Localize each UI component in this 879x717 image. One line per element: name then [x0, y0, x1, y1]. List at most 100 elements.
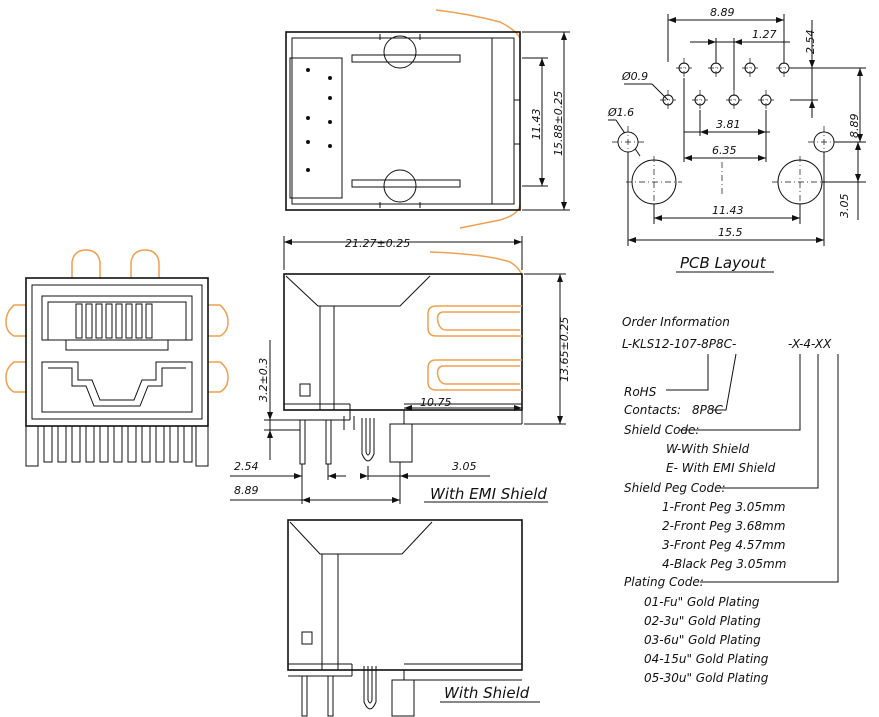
leader-peg: [716, 354, 819, 489]
pcb-dim-inner: 3.81: [716, 118, 741, 131]
side-emi-dim-total: 8.89: [234, 484, 259, 497]
order-peg-code: 4-Black Peg 3.05mm: [662, 557, 786, 571]
order-plating-code: 02-3u" Gold Plating: [644, 614, 761, 628]
pcb-dim-pin-span: 8.89: [710, 6, 735, 19]
order-peg-code: 1-Front Peg 3.05mm: [662, 500, 785, 514]
side-shield-top-bevel: [289, 521, 433, 555]
order-peg-code: 2-Front Peg 3.68mm: [662, 519, 785, 533]
pcb-dim-pin-hole: Ø0.9: [621, 70, 648, 83]
top-view-rail-lower: [351, 179, 461, 188]
top-view-tab-upper: [435, 9, 521, 39]
front-latch-inner: [48, 367, 186, 407]
front-latch-cavity: [41, 361, 193, 413]
top-view: 11.43 15.88±0.25: [285, 9, 570, 229]
order-rohs: RoHS: [624, 385, 657, 399]
order-plating-code: 05-30u" Gold Plating: [644, 671, 769, 685]
side-emi-pin-2: [325, 419, 332, 465]
leader-shield: [680, 354, 801, 431]
front-leads: [25, 425, 209, 467]
order-contacts-label: Contacts:: [624, 403, 681, 417]
order-peg-title: Shield Peg Code:: [624, 481, 726, 495]
side-shield-boss: [391, 679, 415, 717]
top-view-dim-height: 15.88±0.25: [552, 91, 565, 156]
side-emi-top-bevel: [285, 275, 431, 307]
front-side-tab-lr: [208, 361, 229, 393]
side-emi-top-tab: [429, 251, 523, 277]
pcb-dim-total: 15.5: [718, 226, 743, 239]
front-view: [5, 249, 229, 467]
top-view-tab-lower: [459, 204, 521, 229]
side-emi-pin-1: [299, 419, 306, 465]
side-emi-dim-peg: 3.2±0.3: [257, 358, 270, 402]
side-view-shield: With Shield: [287, 519, 540, 717]
order-part-prefix: L-KLS12-107-8P8C-: [622, 337, 736, 351]
leader-plating: [700, 354, 839, 583]
pcb-dim-peg-down: 3.05: [838, 194, 851, 219]
side-emi-spring-lower: [427, 359, 522, 391]
pcb-dim-pitch-top: 1.27: [752, 28, 777, 41]
order-contacts-value: 8P8C: [692, 403, 724, 417]
order-part-suffix: -X-4-XX: [788, 337, 832, 351]
side-emi-window: [299, 383, 311, 397]
front-side-tab-ll: [5, 361, 26, 393]
front-top-tab-right: [130, 249, 160, 278]
side-emi-dim-height: 13.65±0.25: [558, 317, 571, 382]
side-emi-dim-front: 10.75: [420, 396, 452, 409]
order-information: Order Information L-KLS12-107-8P8C- -X-4…: [622, 315, 839, 685]
order-peg-code: 3-Front Peg 4.57mm: [662, 538, 785, 552]
front-latch-ledge: [65, 340, 169, 351]
side-emi-boss: [389, 423, 413, 463]
side-view-emi: 21.27±0.25 13.65±0.25: [230, 236, 571, 504]
side-emi-spring-upper: [427, 305, 522, 337]
leader-rohs: [666, 354, 709, 391]
front-side-tab-ur: [208, 304, 229, 337]
order-shield-title: Shield Code:: [624, 423, 699, 437]
pcb-title: PCB Layout: [680, 254, 767, 272]
order-plating-code: 03-6u" Gold Plating: [644, 633, 761, 647]
top-view-rail-upper: [351, 54, 461, 63]
pcb-dim-row-gap: 2.54: [804, 30, 817, 55]
order-title: Order Information: [622, 315, 730, 329]
top-view-contact-block: [289, 57, 343, 199]
pcb-dim-mid: 6.35: [712, 144, 737, 157]
side-shield-peg: [363, 666, 377, 710]
top-view-peg-lower: [383, 169, 417, 203]
order-shield-code: W-With Shield: [666, 442, 750, 456]
leader-contacts: [712, 353, 737, 411]
side-shield-pin-2: [327, 675, 334, 717]
front-side-tab-ul: [5, 304, 26, 337]
front-top-tab-left: [71, 249, 101, 278]
pcb-dim-peg-span: 11.43: [712, 204, 744, 217]
side-emi-peg: [361, 418, 375, 462]
side-emi-spring-upper-inner: [436, 311, 520, 331]
side-shield-window: [301, 631, 313, 645]
pcb-pin-holes: [660, 58, 792, 110]
top-view-contact-dots: [306, 68, 332, 172]
side-shield-caption: With Shield: [444, 684, 530, 702]
side-shield-body: [287, 519, 523, 671]
order-plating-title: Plating Code:: [624, 575, 704, 589]
side-emi-body: [283, 273, 523, 411]
front-body-inner: [31, 284, 203, 420]
top-view-dim-width: 11.43: [530, 109, 543, 141]
side-shield-pin-1: [301, 675, 308, 717]
front-port-inner: [47, 301, 187, 341]
top-view-inner: [291, 37, 515, 205]
order-plating-code: 04-15u" Gold Plating: [644, 652, 769, 666]
front-contacts: [75, 303, 153, 339]
order-plating-code: 01-Fu" Gold Plating: [644, 595, 760, 609]
pcb-layout: 8.89 1.27 2.54: [607, 6, 866, 273]
side-emi-caption: With EMI Shield: [430, 485, 547, 503]
order-shield-code: E- With EMI Shield: [666, 461, 776, 475]
top-view-outline: [285, 31, 521, 211]
front-body-outline: [25, 277, 209, 427]
pcb-dim-peg-hole: Ø1.6: [607, 106, 634, 119]
side-emi-dim-peg-offset: 3.05: [452, 460, 477, 473]
side-emi-spring-lower-inner: [436, 365, 520, 385]
front-port-opening: [41, 295, 193, 341]
top-view-peg-upper: [383, 35, 417, 69]
side-emi-dim-length: 21.27±0.25: [345, 237, 410, 250]
pcb-dim-height: 8.89: [848, 114, 861, 139]
